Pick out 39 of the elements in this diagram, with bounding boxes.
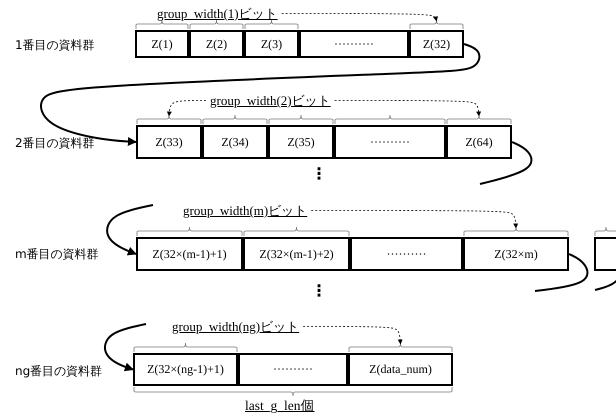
data-cell: Z(1) xyxy=(135,30,189,58)
data-cell: ·········· xyxy=(350,237,463,271)
row-label: 2番目の資料群 xyxy=(15,135,95,152)
data-cell: Z(32×(ng-1)+1) xyxy=(133,353,238,386)
dashed-arrow xyxy=(334,100,482,116)
bit-width-label: group_width(ng)ビット xyxy=(172,319,300,334)
row-label: 1番目の資料群 xyxy=(15,37,95,54)
data-cell: ·········· xyxy=(334,125,446,159)
curved-arrow xyxy=(104,323,146,372)
curved-arrow xyxy=(40,43,480,146)
data-cell: Z(34) xyxy=(202,125,268,159)
data-cell: Z(2) xyxy=(189,30,244,58)
connector-line xyxy=(480,141,532,185)
data-cell: Z(32×(m-1)+1) xyxy=(136,237,243,271)
partial-cell xyxy=(594,237,616,271)
data-cell: ·········· xyxy=(238,353,348,386)
data-cell: Z(32×m) xyxy=(463,237,569,271)
data-cell: Z(32) xyxy=(409,30,464,58)
count-label: last_g_len個 xyxy=(245,397,314,415)
dashed-arrow xyxy=(302,326,403,344)
bit-width-label: group_width(2)ビット xyxy=(210,93,331,108)
connector-line xyxy=(534,253,588,292)
bit-width-label: group_width(1)ビット xyxy=(157,6,278,21)
curved-arrow xyxy=(106,204,154,256)
data-cell: Z(3) xyxy=(244,30,299,58)
row-label: m番目の資料群 xyxy=(15,246,99,263)
dashed-arrow xyxy=(281,13,438,22)
row-label: ng番目の資料群 xyxy=(15,363,102,380)
data-cell: Z(35) xyxy=(268,125,334,159)
continuation-dots: ⋮ xyxy=(311,283,327,299)
bit-width-label: group_width(m)ビット xyxy=(183,203,308,218)
data-cell: Z(data_num) xyxy=(348,353,453,386)
dashed-arrow xyxy=(166,100,206,116)
data-cell: Z(32×(m-1)+2) xyxy=(243,237,350,271)
data-cell: Z(33) xyxy=(136,125,202,159)
dashed-arrow xyxy=(310,210,518,228)
continuation-dots: ⋮ xyxy=(311,166,327,182)
data-cell: Z(64) xyxy=(446,125,512,159)
data-cell: ·········· xyxy=(299,30,409,58)
